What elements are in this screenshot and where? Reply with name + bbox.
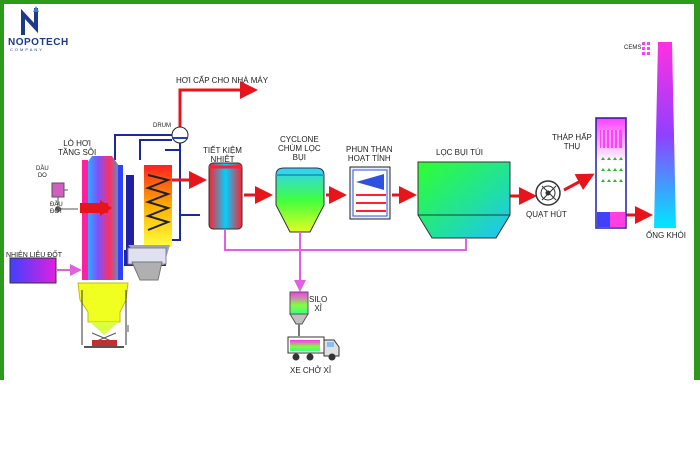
- label-truck: XE CHỞ XỈ: [290, 366, 332, 375]
- label-stack: ỐNG KHÓI: [646, 231, 687, 240]
- ash-line: [224, 229, 467, 292]
- carbon-injection: [349, 166, 391, 220]
- slag-truck: [287, 336, 340, 361]
- flow-arrows: [172, 171, 653, 224]
- slag-silo: [289, 291, 309, 336]
- superheater: [127, 165, 172, 281]
- label-drum: DRUM: [153, 123, 171, 129]
- drum: [171, 126, 189, 144]
- label-fan: QUẠT HÚT: [526, 210, 567, 219]
- stack: [654, 42, 676, 228]
- cems-icon: [642, 42, 650, 55]
- induced-fan: [535, 180, 561, 206]
- fuel-feed: [9, 257, 82, 284]
- oil-burner: [80, 200, 112, 216]
- label-fuel: NHIÊN LIỆU ĐỐT: [6, 252, 63, 259]
- logo-tagline: COMPANY: [10, 47, 44, 52]
- logo-icon: [21, 5, 39, 35]
- economizer: [208, 162, 243, 230]
- label-steam-out: HƠI CẤP CHO NHÀ MÁY: [176, 76, 269, 85]
- boiler: [77, 156, 134, 348]
- absorption-tower: [595, 117, 627, 229]
- frame: [0, 0, 700, 380]
- steam-output-line: [178, 81, 258, 128]
- cyclone: [275, 167, 325, 233]
- oil-do-tank: [51, 182, 78, 212]
- label-bag-filter: LỌC BỤI TÚI: [436, 148, 483, 157]
- label-cems: CEMS: [624, 45, 642, 51]
- bag-filter: [417, 161, 511, 239]
- logo-name: NOPOTECH: [8, 37, 69, 48]
